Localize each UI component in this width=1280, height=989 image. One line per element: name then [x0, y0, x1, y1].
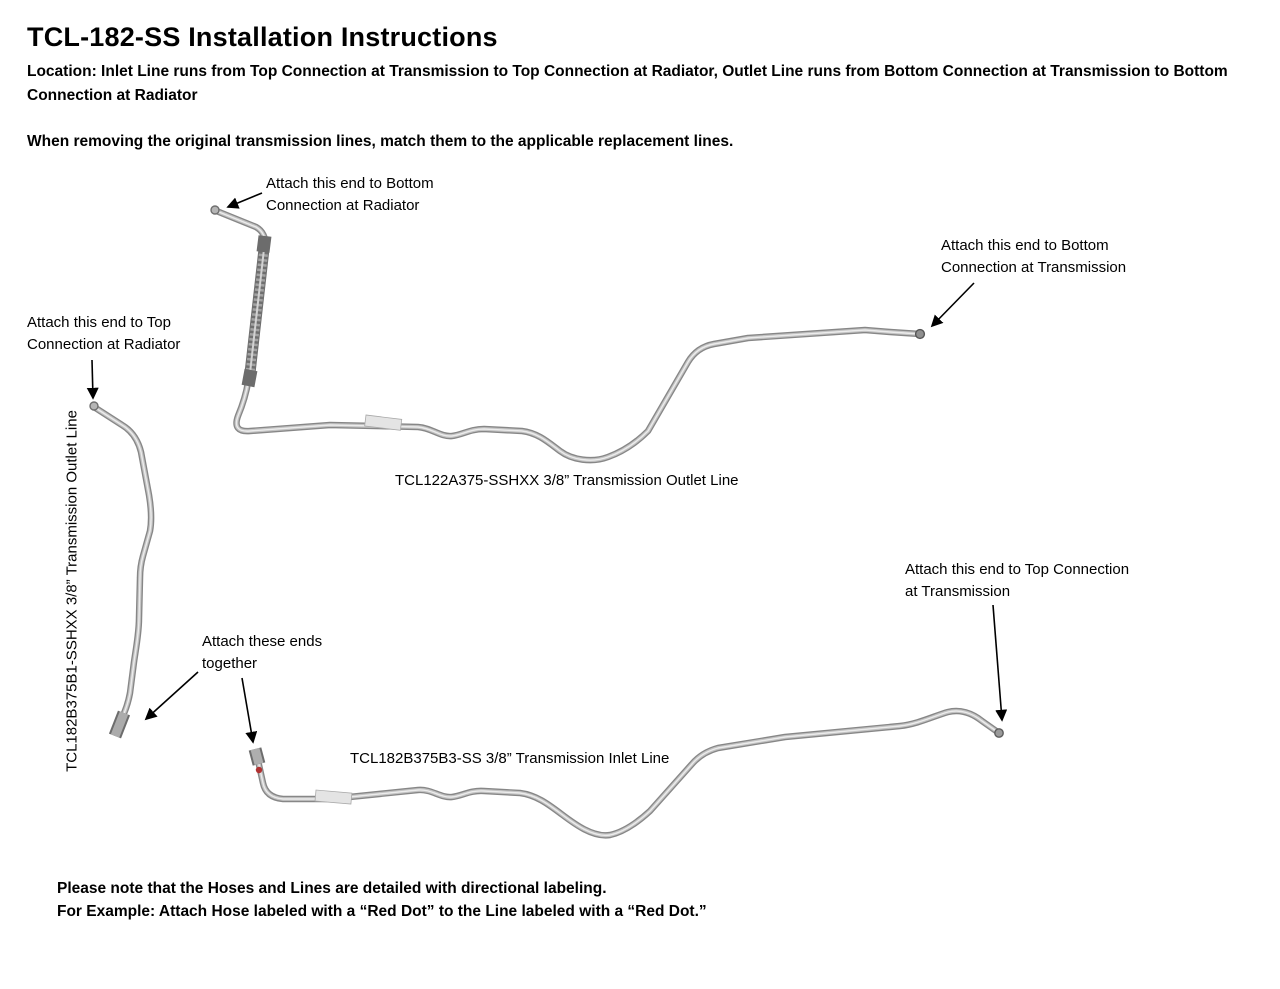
- inlet-end-fitting-body: [250, 747, 264, 766]
- outlet-transmission-end-fitting: [914, 328, 926, 340]
- arrow-to-outlet-radiator-end: [226, 192, 263, 209]
- hose-radiator-end-fitting: [89, 401, 99, 411]
- outlet-radiator-end-fitting: [210, 205, 220, 215]
- arrow-to-hose-radiator-end: [86, 359, 99, 400]
- hose-ferrule-body: [110, 711, 129, 738]
- callout-attach-together: Attach these ends together: [202, 633, 323, 672]
- braid-coupler-top: [256, 235, 272, 253]
- page-title: TCL-182-SS Installation Instructions: [27, 22, 498, 52]
- footer-note-2: For Example: Attach Hose labeled with a …: [57, 903, 707, 920]
- arrow-to-hose-ferrule: [144, 671, 199, 721]
- braid-coupler-bottom: [241, 368, 258, 388]
- callout-outlet-bottom-radiator: Attach this end to Bottom Connection at …: [266, 175, 434, 214]
- inlet-line-tube: [257, 711, 999, 835]
- arrow-to-inlet-transmission-end: [992, 604, 1008, 722]
- radiator-outlet-hose-tube: [94, 407, 151, 720]
- inlet-line-part-label: TCL182B375B3-SS 3/8” Transmission Inlet …: [350, 750, 670, 767]
- callout-hose-top-radiator: Attach this end to Top Connection at Rad…: [27, 314, 181, 353]
- outlet-line-tube: [214, 210, 920, 460]
- footer-note-1: Please note that the Hoses and Lines are…: [57, 880, 607, 897]
- arrow-to-inlet-fitting: [241, 677, 258, 744]
- callout-inlet-top-transmission: Attach this end to Top Connection at Tra…: [905, 561, 1130, 600]
- inlet-part-sticker: [314, 789, 353, 805]
- braided-hose-section: [241, 235, 272, 388]
- arrow-to-outlet-transmission-end: [930, 282, 975, 328]
- inlet-transmission-end-fitting: [994, 728, 1004, 738]
- vertical-hose-part-label: TCL182B375B1-SSHXX 3/8” Transmission Out…: [63, 410, 81, 772]
- red-dot-marker: [255, 766, 263, 774]
- location-note: Location: Inlet Line runs from Top Conne…: [27, 63, 1228, 104]
- outlet-line-part-label: TCL122A375-SSHXX 3/8” Transmission Outle…: [395, 472, 739, 489]
- outlet-part-sticker: [364, 414, 403, 431]
- removal-note: When removing the original transmission …: [27, 133, 734, 150]
- callout-outlet-bottom-transmission: Attach this end to Bottom Connection at …: [941, 237, 1127, 276]
